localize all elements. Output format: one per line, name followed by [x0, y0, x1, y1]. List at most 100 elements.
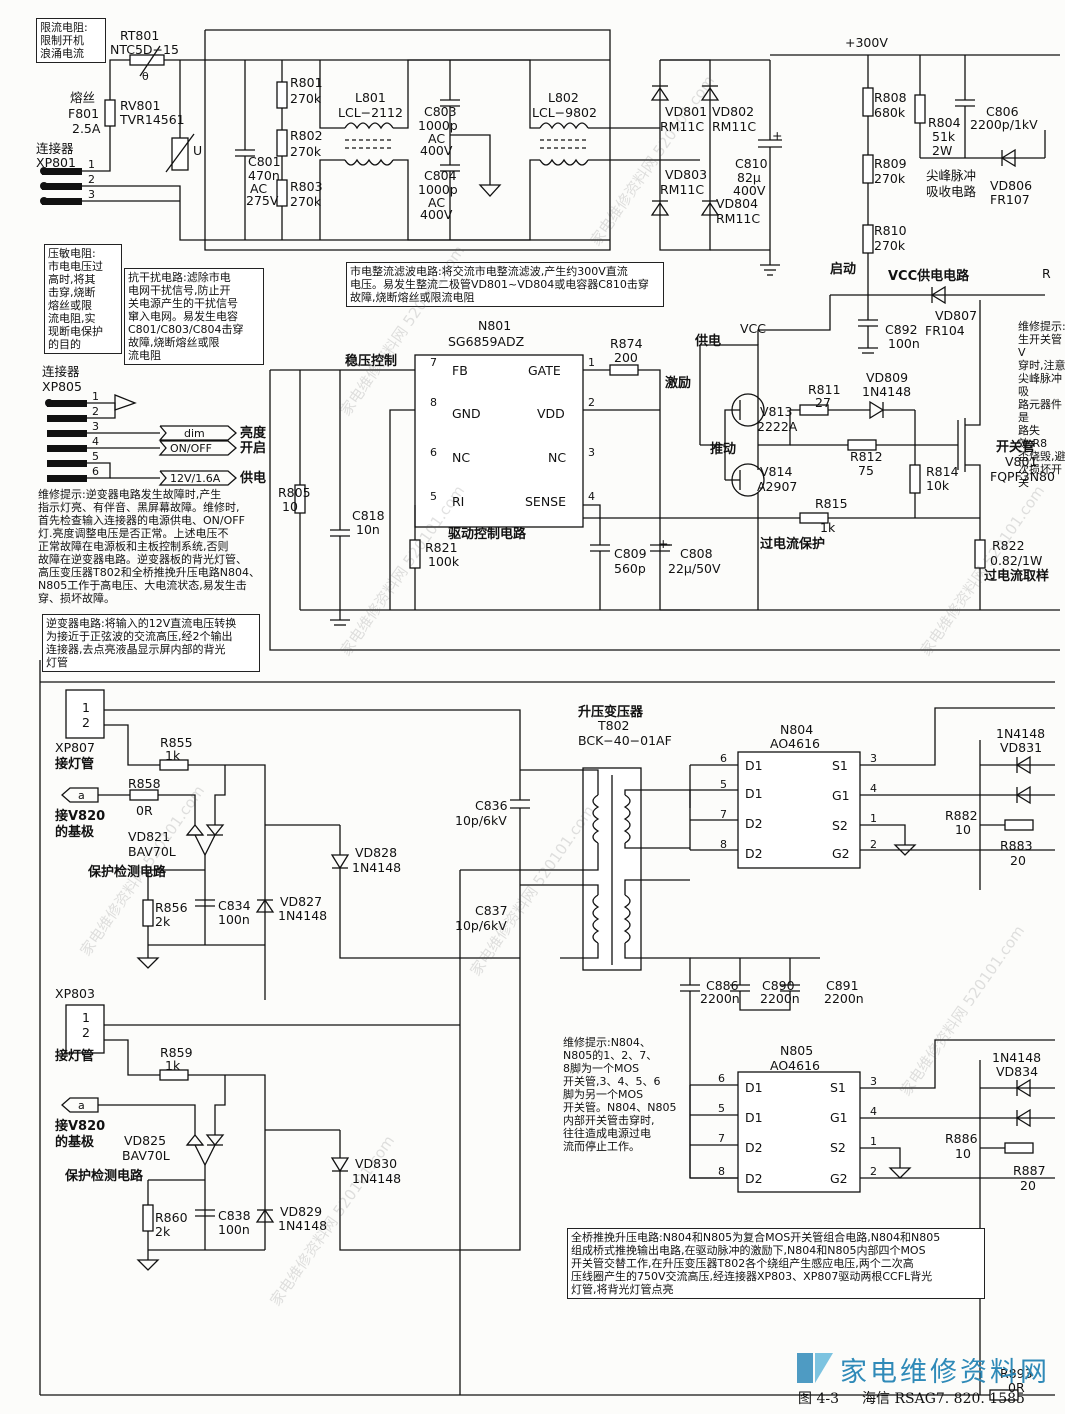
- label-vd809: VD809: [866, 370, 908, 385]
- label-theta: θ: [142, 70, 149, 83]
- label-l801v: LCL−2112: [338, 105, 403, 120]
- label-r887v: 20: [1020, 1178, 1036, 1193]
- label-cur-sense: 过电流取样: [984, 568, 1049, 584]
- note-repair-mos: 维修提示:N804、 N805的1、2、7、 8脚为一个MOS 开关管,3、4、…: [563, 1036, 677, 1153]
- label-to-v820-2: 的基极: [55, 824, 95, 840]
- label-xp803-p1: 1: [82, 1010, 90, 1025]
- label-conn-cn-1: 连接器: [36, 141, 74, 156]
- label-vd831: VD831: [1000, 740, 1042, 755]
- label-reg-ctrl: 稳压控制: [345, 353, 397, 369]
- tag-dim: dim: [184, 427, 205, 440]
- figure-number: 图 4-3: [798, 1391, 839, 1407]
- label-vd804v: RM11C: [716, 211, 760, 226]
- label-c804: C804: [424, 168, 457, 183]
- label-r883v: 20: [1010, 853, 1026, 868]
- label-c818v: 10n: [356, 522, 380, 537]
- label-r804: R804: [928, 115, 961, 130]
- label-n804v: AO4616: [770, 736, 820, 751]
- label-c836v: 10p/6kV: [455, 813, 507, 828]
- label-vd809v: 1N4148: [862, 384, 911, 399]
- label-v813: V813: [760, 404, 792, 419]
- label-r822v: 0.82/1W: [990, 553, 1042, 568]
- label-r856: R856: [155, 900, 188, 915]
- label-xp807-p1: 1: [82, 700, 90, 715]
- label-c834: C834: [218, 898, 251, 913]
- n804-pin-s1: S1: [832, 758, 848, 773]
- label-vd825: VD825: [124, 1133, 166, 1148]
- n805-num-1: 1: [870, 1135, 877, 1148]
- n805-pin-g2: G2: [830, 1171, 848, 1186]
- label-vd827v: 1N4148: [278, 908, 327, 923]
- n805-num-7: 7: [718, 1132, 725, 1145]
- label-r811v: 27: [815, 395, 831, 410]
- label-ntc: NTC5D−15: [110, 42, 179, 57]
- label-c810: C810: [735, 156, 768, 171]
- label-vd821: VD821: [128, 829, 170, 844]
- pin-num-2: 2: [588, 396, 595, 409]
- label-r886v: 10: [955, 1146, 971, 1161]
- n804-pin-g2: G2: [832, 846, 850, 861]
- label-c803v3: 400V: [420, 143, 453, 158]
- label-vd806: VD806: [990, 178, 1032, 193]
- label-r874: R874: [610, 336, 643, 351]
- label-xp805-p4: 4: [92, 435, 99, 448]
- label-r815v: 1k: [820, 520, 836, 535]
- label-vd834: VD834: [996, 1064, 1038, 1079]
- pin-num-4: 4: [588, 490, 595, 503]
- label-r814: R814: [926, 464, 959, 479]
- label-boost: 升压变压器: [578, 704, 644, 720]
- label-r874v: 200: [614, 350, 638, 365]
- label-r814v: 10k: [926, 478, 950, 493]
- label-c801: C801: [248, 154, 281, 169]
- label-vd830v: 1N4148: [352, 1171, 401, 1186]
- label-r804v1: 51k: [932, 129, 956, 144]
- label-xp801-p2: 2: [88, 173, 95, 186]
- label-to-v820-3: 接V820: [55, 1118, 105, 1134]
- label-c890v: 2200n: [760, 991, 800, 1006]
- brand-logo-mark: [795, 1347, 835, 1387]
- label-vd831-type: 1N4148: [996, 726, 1045, 741]
- label-c890: C890: [762, 978, 795, 993]
- label-r809v: 270k: [874, 171, 906, 186]
- n805-num-3: 3: [870, 1075, 877, 1088]
- label-r810v: 270k: [874, 238, 906, 253]
- n804-num-5: 5: [720, 778, 727, 791]
- label-f801v: 2.5A: [72, 121, 101, 136]
- label-u: U: [193, 143, 202, 158]
- n805-num-4: 4: [870, 1105, 877, 1118]
- label-xp803-p2: 2: [82, 1025, 90, 1040]
- label-xp805-p6: 6: [92, 465, 99, 478]
- n805-pin-s2: S2: [830, 1140, 846, 1155]
- label-vcc: VCC: [740, 321, 766, 336]
- label-vd803: VD803: [665, 167, 707, 182]
- label-fuse-cn: 熔丝: [70, 90, 95, 105]
- label-c837v: 10p/6kV: [455, 918, 507, 933]
- label-vd829v: 1N4148: [278, 1218, 327, 1233]
- label-vd801v: RM11C: [660, 119, 704, 134]
- n805-pin-d2a: D2: [745, 1140, 763, 1155]
- label-xp801-p1: 1: [88, 158, 95, 171]
- label-c837: C837: [475, 903, 508, 918]
- label-r855: R855: [160, 735, 193, 750]
- pin-nc2: NC: [548, 450, 566, 465]
- label-vd834-type: 1N4148: [992, 1050, 1041, 1065]
- label-c810v2: 400V: [733, 183, 766, 198]
- label-300v: +300V: [845, 35, 888, 50]
- label-v801v: FQPF3N80: [990, 469, 1055, 484]
- label-v814v: A2907: [757, 479, 797, 494]
- label-snubber2: 吸收电路: [926, 184, 977, 199]
- label-xp803: XP803: [55, 986, 95, 1001]
- label-r860v: 2k: [155, 1224, 171, 1239]
- label-c892: C892: [885, 322, 918, 337]
- n805-num-6: 6: [718, 1072, 725, 1085]
- label-c836: C836: [475, 798, 508, 813]
- n804-pin-s2: S2: [832, 818, 848, 833]
- n805-pin-g1: G1: [830, 1110, 848, 1125]
- label-c891v: 2200n: [824, 991, 864, 1006]
- label-r808v: 680k: [874, 105, 906, 120]
- n804-pin-d1a: D1: [745, 758, 763, 773]
- label-r812v: 75: [858, 463, 874, 478]
- label-supply: 供电: [694, 333, 721, 349]
- pin-num-8: 8: [430, 396, 437, 409]
